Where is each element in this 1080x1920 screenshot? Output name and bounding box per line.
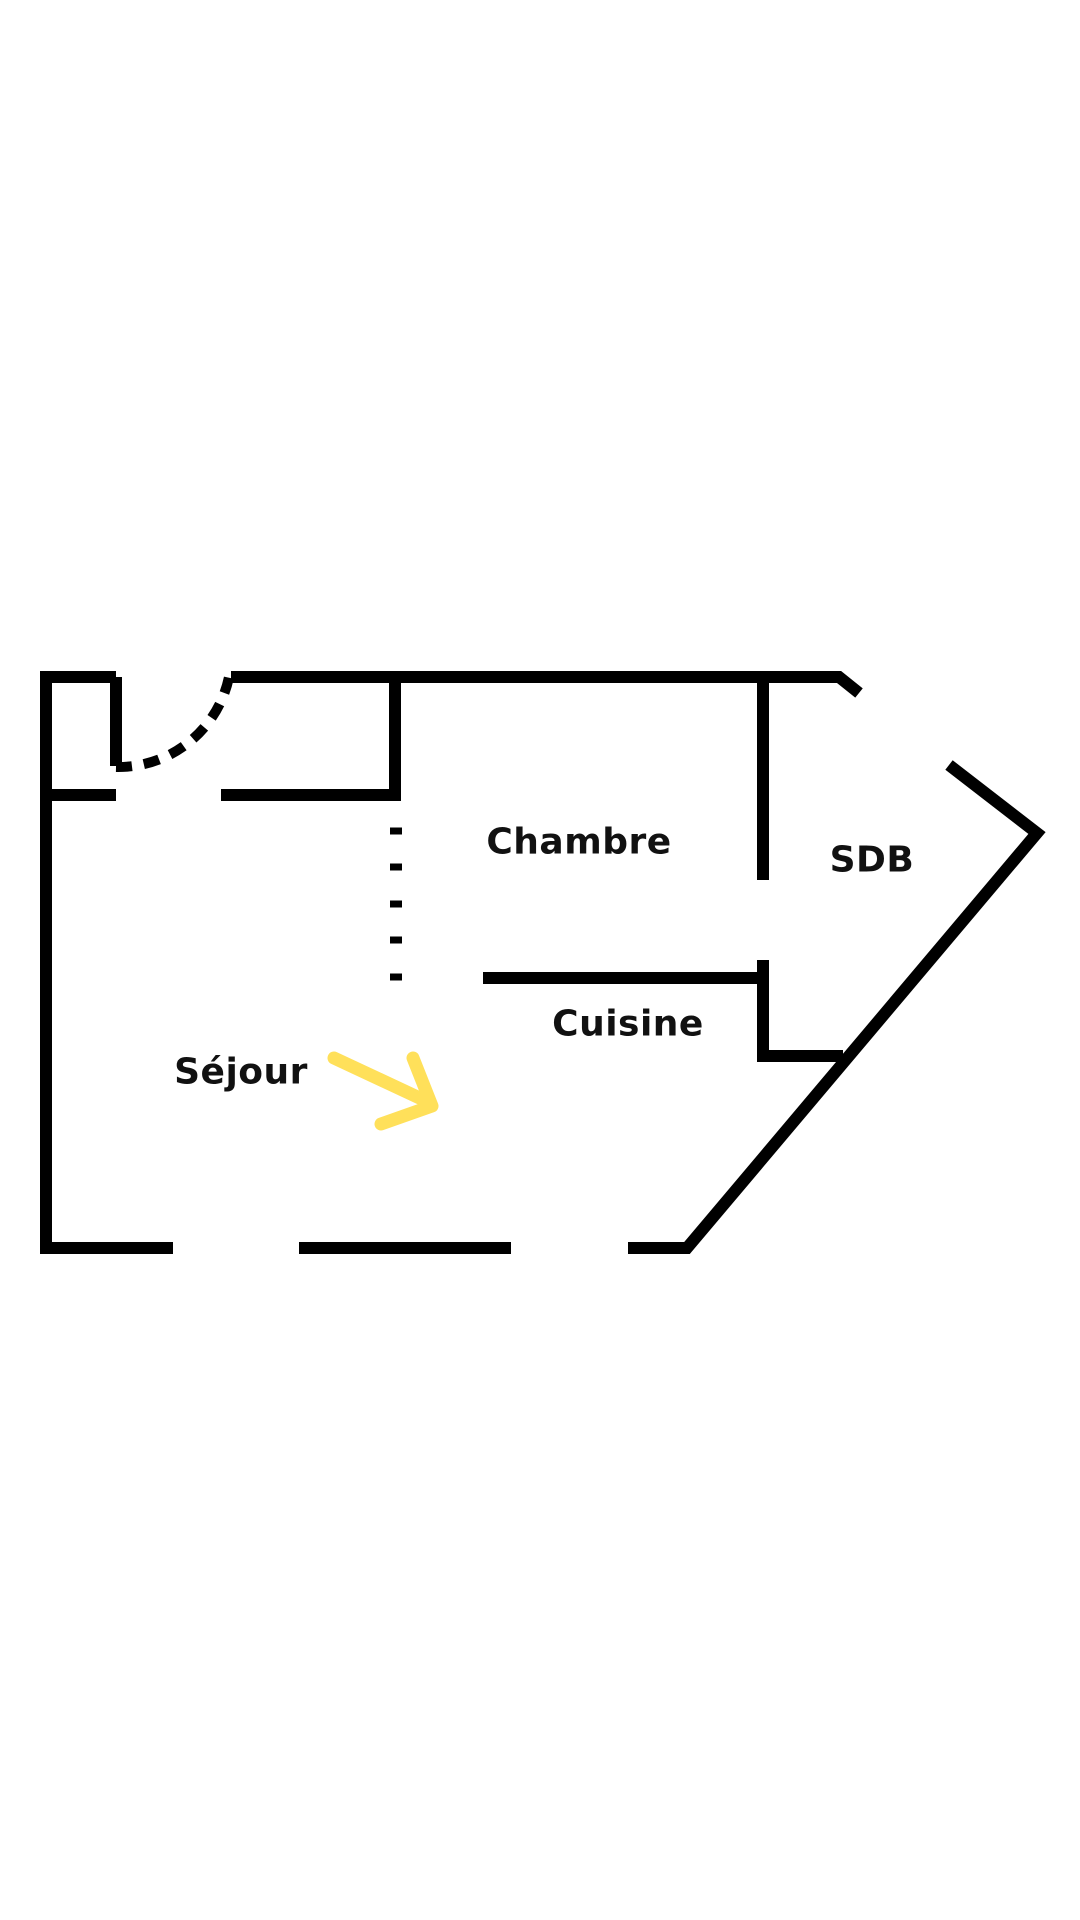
room-label-sejour: Séjour [174, 1051, 308, 1093]
wall-top [231, 671, 863, 698]
room-label-cuisine: Cuisine [552, 1003, 704, 1045]
arrow-down-right-icon [327, 1051, 439, 1131]
wall-cuisine-sdb [757, 960, 843, 1062]
door-arc-icon [115, 675, 234, 773]
closet-wall-right [221, 677, 401, 801]
room-label-sdb: SDB [829, 839, 915, 881]
wall-bottom-right-diagonal [628, 760, 1046, 1254]
sliding-partition [390, 827, 402, 981]
room-label-chambre: Chambre [486, 821, 672, 863]
wall-outer-left [40, 671, 173, 1254]
